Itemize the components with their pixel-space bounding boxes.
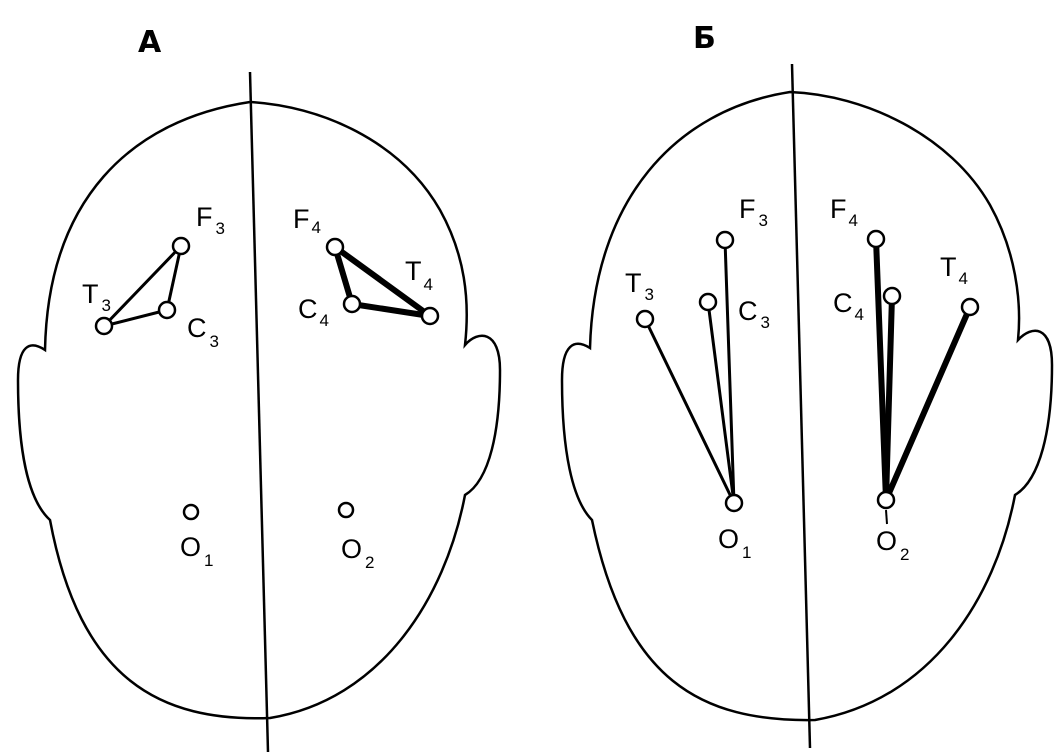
- panel-b-connection-t3-o1: [643, 317, 736, 505]
- panel-b-electrode-f3: [715, 230, 735, 250]
- panel-a-electrode-f4: [325, 237, 345, 257]
- panel-a-connection-f3-t3: [102, 244, 183, 328]
- panel-b-electrode-o2: [876, 490, 896, 510]
- panel-b-connection-t4-o2: [883, 304, 973, 503]
- panel-b-o2-tick: [885, 509, 888, 525]
- panel-a-electrode-c3: [157, 300, 177, 320]
- panel-a-electrode-t3: [94, 316, 114, 336]
- panel-a-connection-t3-c3: [102, 308, 169, 328]
- panel-a-head-outline: [16, 100, 502, 720]
- panel-b-connection-f3-o1: [723, 238, 736, 505]
- panel-b-electrode-t4: [960, 297, 980, 317]
- panel-b-head-outline: [560, 90, 1054, 722]
- panel-a-connection-f4-t4: [332, 244, 433, 319]
- panel-a-connection-c3-f3: [165, 244, 183, 312]
- panel-b-electrode-f4: [866, 229, 886, 249]
- panel-a-midline: [248, 71, 270, 753]
- panel-a-connection-c4-f4: [332, 244, 355, 307]
- panel-a-electrode-c4: [342, 294, 362, 314]
- panel-a-title: А: [138, 25, 162, 60]
- panel-a-electrode-o2: [337, 501, 355, 519]
- panel-b-electrode-t3: [635, 309, 655, 329]
- panel-a-electrode-o1: [182, 503, 200, 521]
- panel-b-electrode-o1: [724, 493, 744, 513]
- panel-b-midline: [790, 63, 812, 749]
- panel-b-connection-c3-o1: [706, 300, 736, 505]
- panel-a-electrode-f3: [171, 236, 191, 256]
- panel-b-electrode-c3: [698, 292, 718, 312]
- panel-b-title: Б: [693, 21, 716, 56]
- panel-a-connection-t4-c4: [349, 301, 433, 319]
- panel-a-electrode-t4: [420, 306, 440, 326]
- panel-b-electrode-c4: [882, 286, 902, 306]
- panel-b-connection-c4-o2: [883, 293, 895, 503]
